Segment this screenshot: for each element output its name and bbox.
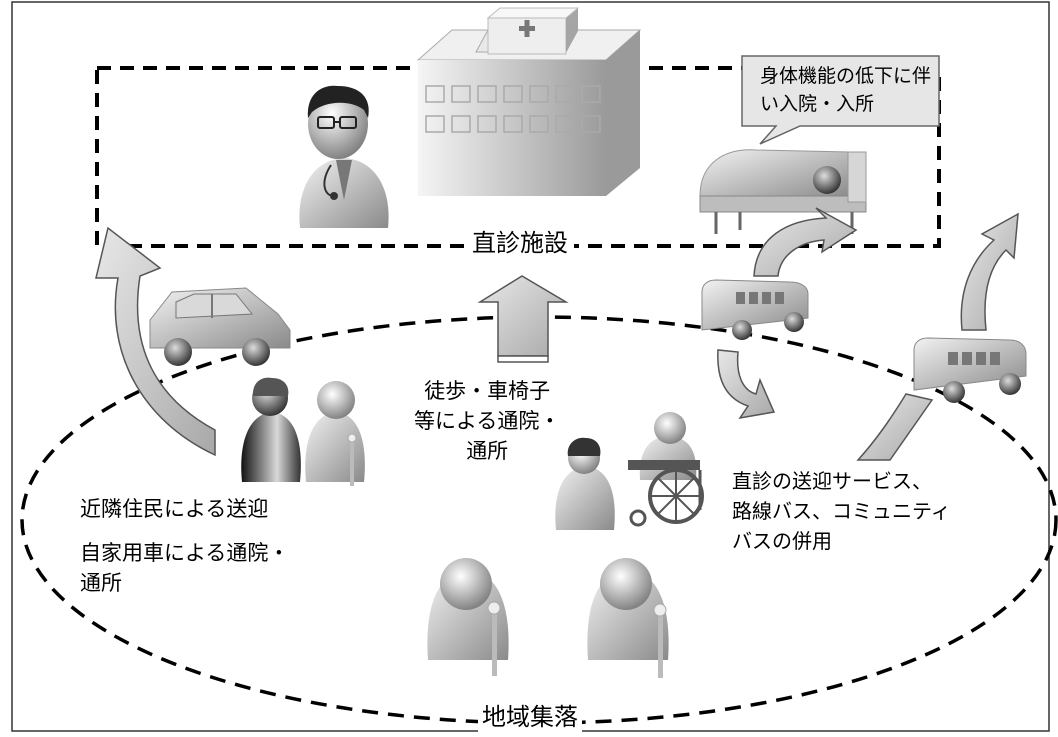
community-label: 地域集落 [478,702,582,732]
bus-right-route-arrow-up [960,212,1019,331]
hospitalization-bubble-text: 身体機能の低下に伴 い入院・入所 [760,65,932,115]
hospital-bed-icon [699,149,867,234]
neighbor-person-light-icon [305,381,365,486]
neighbor-label: 近隣住民による送迎 [80,497,269,521]
walk-label: 徒歩・車椅子 等による通院・ 通所 [414,379,561,463]
caregiver-person-icon [555,437,615,530]
bus-right-icon [913,337,1027,403]
bus-icon [701,279,809,340]
facility-label: 直診施設 [466,228,574,258]
bus-label: 直診の送迎サービス、 路線バス、コミュニティ バスの併用 [732,469,951,553]
villager-elderly-left-icon [427,558,509,676]
walk-arrow-icon [477,275,569,363]
villager-elderly-right-icon [587,558,669,678]
neighbor-person-dark-icon [241,377,301,482]
car-icon [149,287,291,366]
bus-right-route-arrow-down [856,393,934,461]
bus-route-arrow-up [753,207,858,277]
bus-route-arrow-down [717,349,776,420]
car-route-arrow [95,226,216,457]
speech-bubble [741,55,940,145]
wheelchair-user-icon [628,412,704,527]
doctor-icon [299,85,389,228]
private-car-label: 自家用車による通院・ 通所 [80,541,290,595]
hospital-building-icon [416,7,642,196]
